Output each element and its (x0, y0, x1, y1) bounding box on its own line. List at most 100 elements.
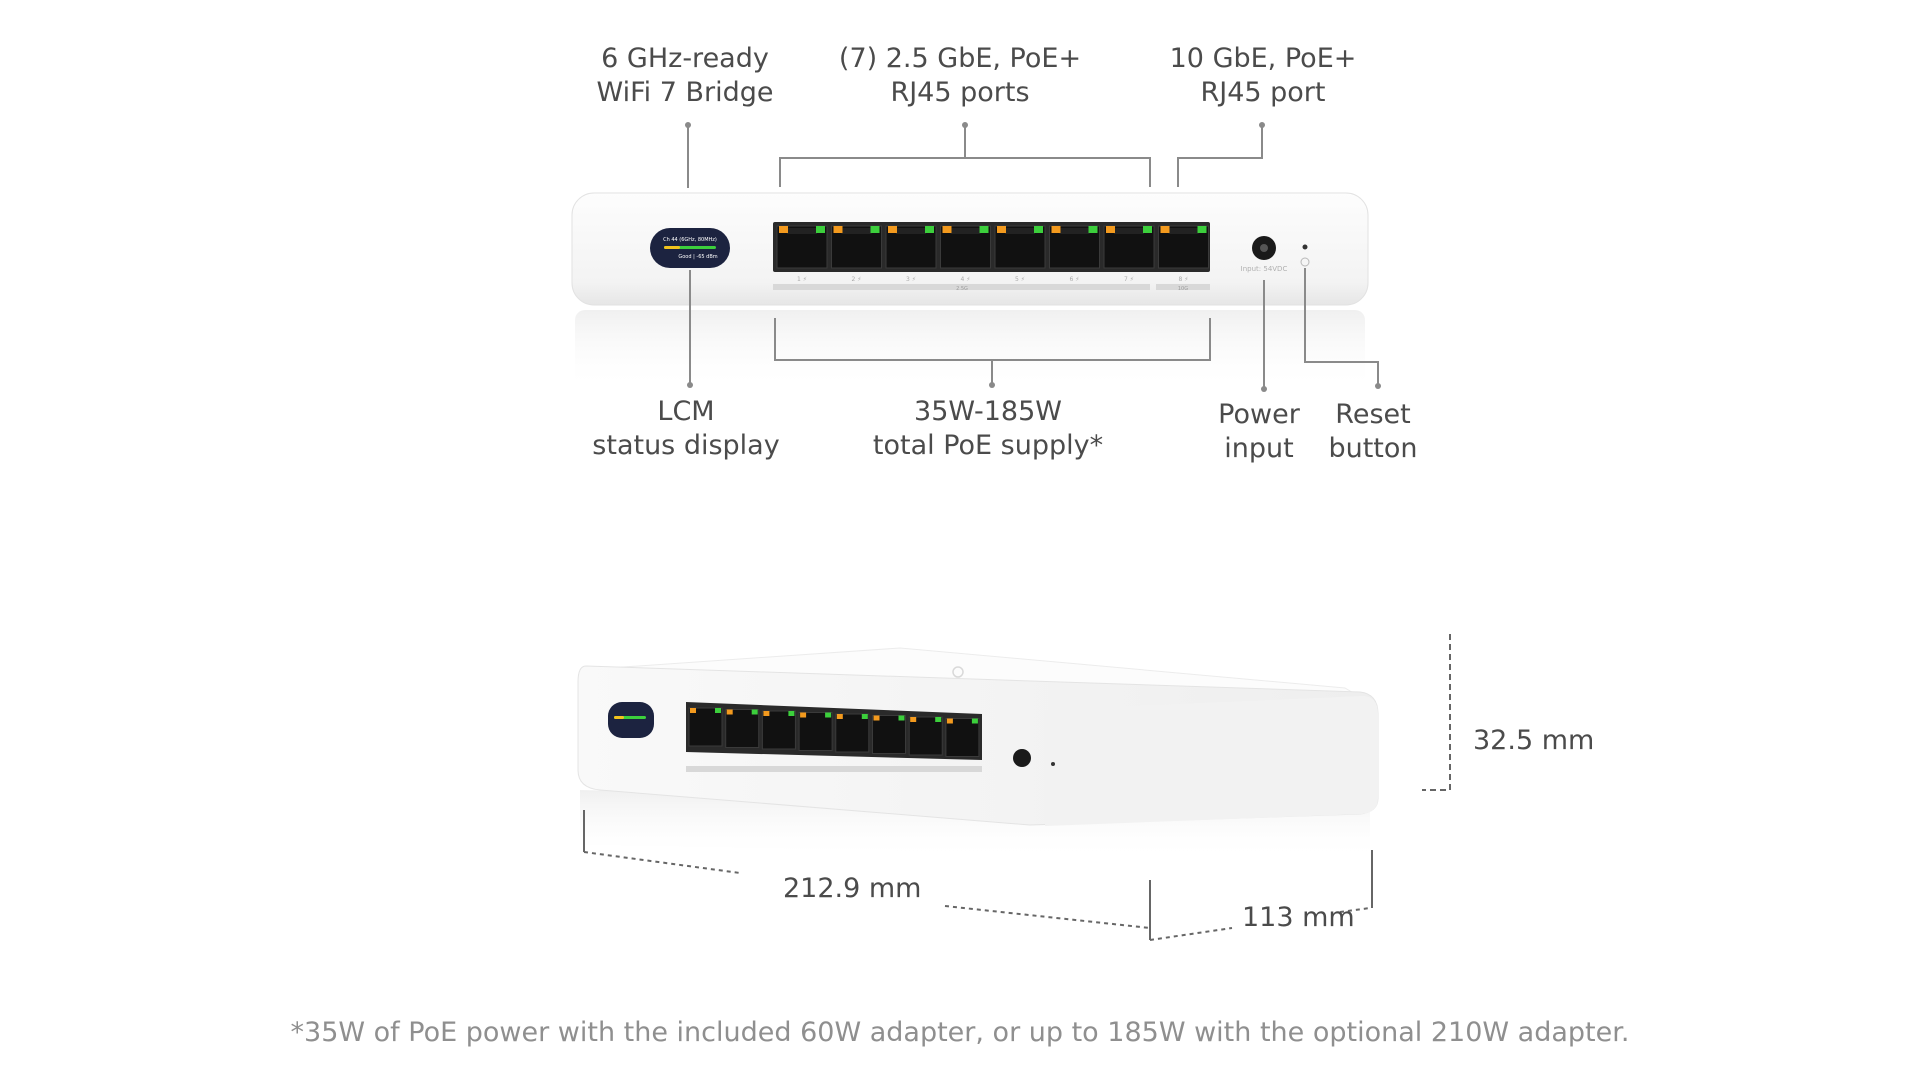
perspective-side-face (1045, 696, 1378, 826)
led-green (1034, 226, 1043, 233)
led-orange (942, 226, 952, 233)
port-label-2: 2 ⚡ (852, 276, 862, 283)
dim-depth-line-left (1149, 927, 1233, 941)
reset-icon (1300, 257, 1310, 267)
callout-poe-line1: 35W-185W (914, 396, 1062, 427)
device-reflection (575, 310, 1365, 390)
perspective-lcm-display (608, 702, 654, 738)
perspective-port-block (686, 702, 982, 760)
led-orange (836, 714, 843, 719)
dim-height-label: 32.5 mm (1473, 725, 1595, 756)
perspective-rj45-port-4 (798, 712, 833, 751)
rj45-port-6 (1049, 225, 1100, 269)
perspective-reset-hole (1051, 762, 1055, 766)
leader-reset (1304, 268, 1379, 385)
led-green (825, 712, 832, 718)
lcm-signal-bar-left (664, 246, 680, 249)
led-orange (690, 708, 696, 713)
led-green (971, 718, 978, 724)
device-perspective-view (577, 630, 1451, 941)
led-green (816, 226, 825, 233)
group-label-10g: 10G (1178, 286, 1188, 292)
callout-lcm-line1: LCM (657, 396, 715, 427)
led-orange (763, 711, 770, 716)
callout-reset-button: Reset button (1328, 398, 1417, 466)
callout-poe-line2: total PoE supply* (872, 430, 1104, 461)
ubiquiti-logo-icon (952, 666, 964, 678)
dim-width-line-right (944, 905, 1151, 929)
led-green (861, 714, 868, 719)
lcm-text-line1: Ch 44 (6GHz, 80MHz) (663, 237, 717, 243)
power-input-label: Input: 54VDC (1241, 265, 1288, 273)
led-orange (946, 718, 953, 724)
led-green (751, 709, 758, 715)
callout-25gbe-line1: (7) 2.5 GbE, PoE+ (838, 43, 1082, 74)
rj45-port-5 (994, 225, 1046, 269)
port-label-4: 4 ⚡ (961, 276, 971, 283)
callout-10gbe-line1: 10 GbE, PoE+ (1169, 43, 1357, 74)
perspective-rj45-port-7 (908, 716, 943, 756)
led-orange (1051, 226, 1061, 233)
port-label-1: 1 ⚡ (797, 276, 807, 283)
led-green (1088, 226, 1098, 233)
callout-10gbe-port: 10 GbE, PoE+ RJ45 port (1170, 42, 1357, 110)
callout-reset-line2: button (1328, 433, 1418, 464)
dim-height-bracket (1422, 630, 1451, 791)
lcm-display: Ch 44 (6GHz, 80MHz) Good | -65 dBm (650, 228, 730, 268)
leader-10gbe (1177, 125, 1263, 187)
callout-10gbe-line2: RJ45 port (1200, 77, 1326, 108)
callout-power-line2: input (1224, 433, 1294, 464)
group-label-25g: 2.5G (956, 286, 968, 292)
port-block (773, 222, 1210, 272)
dimension-lines (583, 630, 1451, 941)
callout-lcm-line2: status display (592, 430, 780, 461)
rj45-port-3 (885, 225, 937, 269)
led-green (898, 715, 905, 721)
rj45-port-7 (1103, 225, 1155, 269)
rj45-port-8 (1158, 225, 1209, 269)
perspective-group-bar (686, 766, 982, 772)
leader-25gbe (779, 157, 1151, 187)
perspective-rj45-port-6 (872, 715, 906, 754)
leader-dots (685, 122, 1381, 392)
led-orange (1160, 226, 1170, 233)
callout-poe-supply: 35W-185W total PoE supply* (873, 395, 1103, 463)
led-orange (800, 712, 807, 718)
port-group-perspective (688, 707, 980, 757)
group-bar-10g (1156, 284, 1210, 290)
led-green (979, 226, 989, 233)
dim-depth-label: 113 mm (1242, 902, 1355, 933)
led-green (925, 226, 934, 233)
led-orange (873, 715, 880, 721)
led-orange (833, 226, 843, 233)
callout-25gbe-ports: (7) 2.5 GbE, PoE+ RJ45 ports (839, 42, 1081, 110)
led-green (1197, 226, 1207, 233)
led-orange (997, 226, 1006, 233)
led-orange (726, 709, 733, 715)
perspective-power-jack (1013, 749, 1031, 767)
led-orange (1106, 226, 1115, 233)
lcm-text-line2: Good | -65 dBm (678, 254, 717, 260)
rj45-port-1 (776, 225, 828, 269)
callout-wifi-bridge-line1: 6 GHz-ready (601, 43, 769, 74)
led-orange (888, 226, 897, 233)
reset-hole (1302, 244, 1308, 250)
port-label-3: 3 ⚡ (906, 276, 916, 283)
perspective-rj45-port-5 (835, 713, 870, 753)
led-orange (910, 717, 917, 722)
power-jack (1252, 236, 1276, 260)
led-green (715, 708, 721, 713)
perspective-rj45-port-2 (725, 709, 760, 748)
callout-25gbe-line2: RJ45 ports (890, 77, 1030, 108)
perspective-rj45-port-8 (945, 718, 980, 757)
dim-width-label: 212.9 mm (783, 873, 922, 904)
perspective-rj45-port-1 (688, 707, 723, 747)
port-label-7: 7 ⚡ (1124, 276, 1134, 283)
dim-depth-line-right (1339, 907, 1371, 913)
port-label-8: 8 ⚡ (1179, 276, 1189, 283)
rj45-port-4 (940, 225, 991, 269)
rj45-port-2 (831, 225, 882, 269)
group-bar-25g (773, 284, 1150, 290)
led-green (870, 226, 880, 233)
led-orange (779, 226, 788, 233)
